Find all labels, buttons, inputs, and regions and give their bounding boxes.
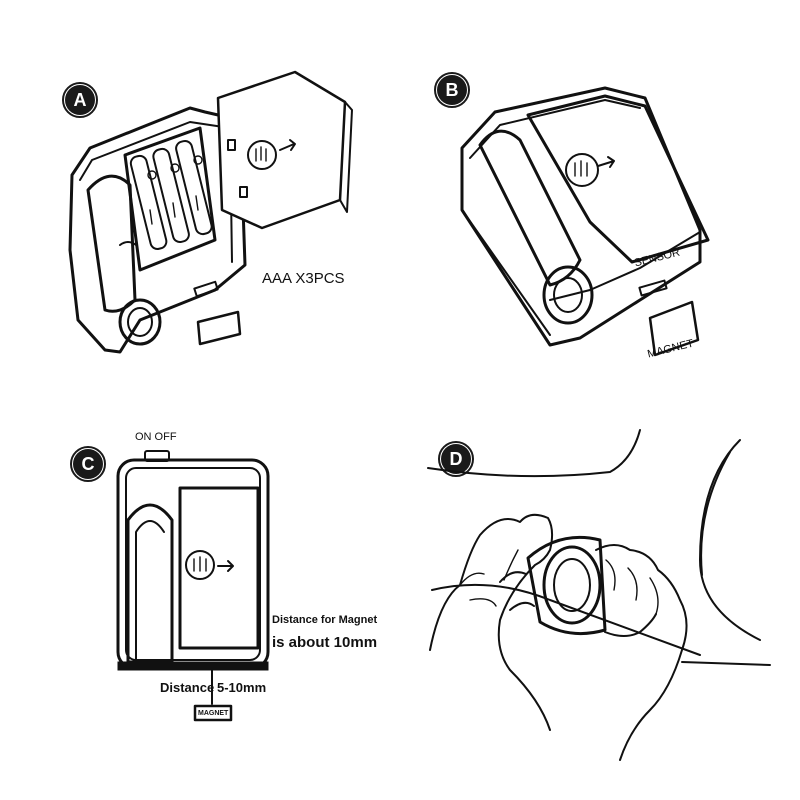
sensor-slot: [638, 279, 668, 297]
step-c-badge: C: [70, 446, 106, 482]
panel-a-open-battery-compartment: A AAA X3PCS: [0, 0, 400, 400]
step-d-badge: D: [438, 441, 474, 477]
battery-cover: [216, 70, 353, 230]
right-hand: [595, 544, 688, 761]
step-b-badge: B: [434, 72, 470, 108]
device-in-hands: [526, 535, 607, 636]
step-a-badge: A: [62, 82, 98, 118]
battery-cells: [123, 126, 217, 272]
panel-b-assembled-device: B SENSOR MAGNET: [400, 0, 800, 400]
distance-note-line2: is about 10mm: [272, 634, 378, 651]
battery-quantity-label: AAA X3PCS: [262, 270, 345, 287]
distance-label: Distance: [160, 680, 215, 695]
device-open-illustration: [68, 70, 353, 354]
distance-value: 5-10mm: [217, 680, 267, 695]
device-top-view-illustration: [116, 450, 270, 722]
on-off-switch-label: ON OFF: [135, 431, 177, 443]
panel-d-install-in-door: D: [400, 400, 800, 800]
magnet-label: MAGNET: [198, 710, 229, 717]
magnet-piece: [193, 704, 233, 722]
panel-c-magnet-distance: C ON OFF MAGNET Distance for Magnet is a…: [0, 400, 400, 800]
hands-installing-illustration: [427, 429, 771, 761]
left-hand: [429, 513, 554, 731]
distance-note-line1: Distance for Magnet: [272, 614, 378, 626]
magnet-piece: [196, 310, 242, 346]
magnet-piece: [648, 300, 700, 357]
device-closed-illustration: [460, 86, 710, 357]
